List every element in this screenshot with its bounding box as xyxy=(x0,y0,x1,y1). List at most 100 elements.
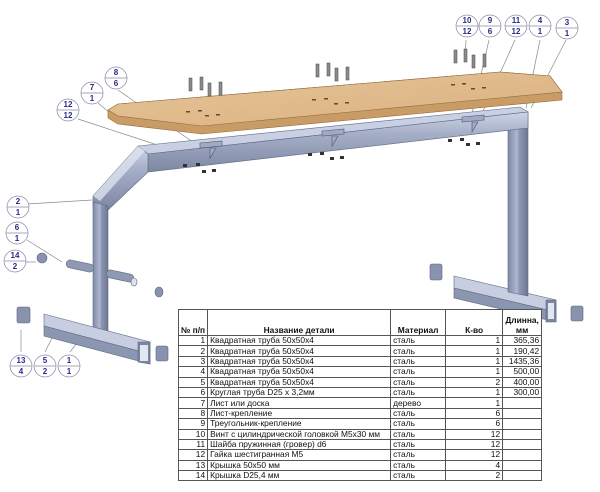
svg-text:3: 3 xyxy=(565,18,570,27)
cell-length: 500,00 xyxy=(502,366,543,378)
cell-length xyxy=(502,407,543,420)
balloon-3-1 xyxy=(555,16,579,40)
cell-length xyxy=(502,449,543,461)
cell-qty: 12 xyxy=(445,449,504,461)
cell-qty: 6 xyxy=(445,407,504,420)
svg-text:6: 6 xyxy=(114,79,119,88)
cell-name: Квадратная труба 50x50x4 xyxy=(207,366,392,378)
balloon-2-1 xyxy=(6,195,30,219)
svg-text:1: 1 xyxy=(67,367,72,376)
header-num: № п/п xyxy=(177,309,209,336)
cell-length: 1435,36 xyxy=(502,355,543,368)
svg-text:8: 8 xyxy=(114,68,119,77)
svg-text:6: 6 xyxy=(488,27,493,36)
balloon-9-6 xyxy=(478,14,502,38)
cell-material: сталь xyxy=(390,355,447,368)
cell-qty: 2 xyxy=(445,470,504,482)
cell-num: 8 xyxy=(177,407,209,420)
cap-round-icon xyxy=(154,286,164,298)
balloon-6-1 xyxy=(5,221,29,245)
cell-name: Крышка 50x50 мм xyxy=(207,459,392,472)
balloon-13-4 xyxy=(9,354,33,378)
balloon-labels: 10 12 9 6 11 12 4 1 3 1 8 6 7 1 12 12 2 … xyxy=(11,16,570,376)
balloon-7-1 xyxy=(80,81,104,105)
svg-text:10: 10 xyxy=(463,16,472,25)
cell-name: Лист-крепление xyxy=(207,407,392,420)
round-tube-handle xyxy=(65,259,138,287)
cell-name: Шайба пружинная (гровер) d6 xyxy=(207,438,392,451)
balloon-8-6 xyxy=(104,66,128,90)
svg-text:2: 2 xyxy=(13,262,18,271)
cell-length xyxy=(502,438,543,451)
cell-length: 300,00 xyxy=(502,386,543,399)
cap-round-icon xyxy=(36,252,48,264)
cell-num: 2 xyxy=(177,345,209,357)
cap-square-icon xyxy=(570,305,584,322)
cell-name: Лист или доска xyxy=(207,397,392,409)
cell-material: сталь xyxy=(390,366,447,378)
balloon-callouts xyxy=(3,14,579,378)
cell-qty: 12 xyxy=(445,428,504,440)
cell-num: 5 xyxy=(177,376,209,388)
cell-num: 13 xyxy=(177,459,209,472)
cell-name: Гайка шестигранная M5 xyxy=(207,449,392,461)
svg-text:12: 12 xyxy=(64,100,73,109)
svg-text:1: 1 xyxy=(15,234,20,243)
cell-qty: 1 xyxy=(445,355,504,368)
cell-num: 10 xyxy=(177,428,209,440)
cell-length: 190,42 xyxy=(502,345,543,357)
mounting-brackets xyxy=(199,114,485,160)
cell-num: 7 xyxy=(177,397,209,409)
table-header-row: № п/п Название детали Материал К-во Длин… xyxy=(177,309,543,336)
cell-num: 3 xyxy=(177,355,209,368)
cell-num: 6 xyxy=(177,386,209,399)
cell-length: 365,36 xyxy=(502,334,543,347)
header-qty: К-во xyxy=(445,309,504,336)
cell-qty: 1 xyxy=(445,386,504,399)
balloon-5-2 xyxy=(33,354,57,378)
svg-text:4: 4 xyxy=(19,367,24,376)
cell-material: сталь xyxy=(390,418,447,430)
cell-length xyxy=(502,459,543,472)
balloon-11-12 xyxy=(504,14,528,38)
svg-text:2: 2 xyxy=(43,367,48,376)
cell-material: сталь xyxy=(390,470,447,482)
cap-square-icon xyxy=(155,345,169,362)
svg-text:7: 7 xyxy=(90,83,95,92)
cell-qty: 1 xyxy=(445,397,504,409)
cell-num: 9 xyxy=(177,418,209,430)
svg-text:11: 11 xyxy=(512,16,521,25)
cell-material: сталь xyxy=(390,376,447,388)
cell-num: 14 xyxy=(177,470,209,482)
cell-qty: 12 xyxy=(445,438,504,451)
cell-qty: 2 xyxy=(445,376,504,388)
balloon-4-1 xyxy=(528,14,552,38)
header-length: Длинна, мм xyxy=(502,309,543,336)
cell-num: 11 xyxy=(177,438,209,451)
cell-name: Крышка D25,4 мм xyxy=(207,470,392,482)
svg-text:12: 12 xyxy=(463,27,472,36)
balloon-10-12 xyxy=(455,14,479,38)
cell-material: сталь xyxy=(390,428,447,440)
svg-text:5: 5 xyxy=(43,356,48,365)
header-name: Название детали xyxy=(207,309,392,336)
svg-text:1: 1 xyxy=(565,29,570,38)
svg-text:14: 14 xyxy=(11,251,20,260)
frame-left-side xyxy=(43,201,151,365)
cell-num: 4 xyxy=(177,366,209,378)
svg-text:12: 12 xyxy=(512,27,521,36)
cell-qty: 1 xyxy=(445,345,504,357)
cell-name: Квадратная труба 50x50x4 xyxy=(207,376,392,388)
cell-qty: 6 xyxy=(445,418,504,430)
cell-name: Квадратная труба 50x50x4 xyxy=(207,355,392,368)
